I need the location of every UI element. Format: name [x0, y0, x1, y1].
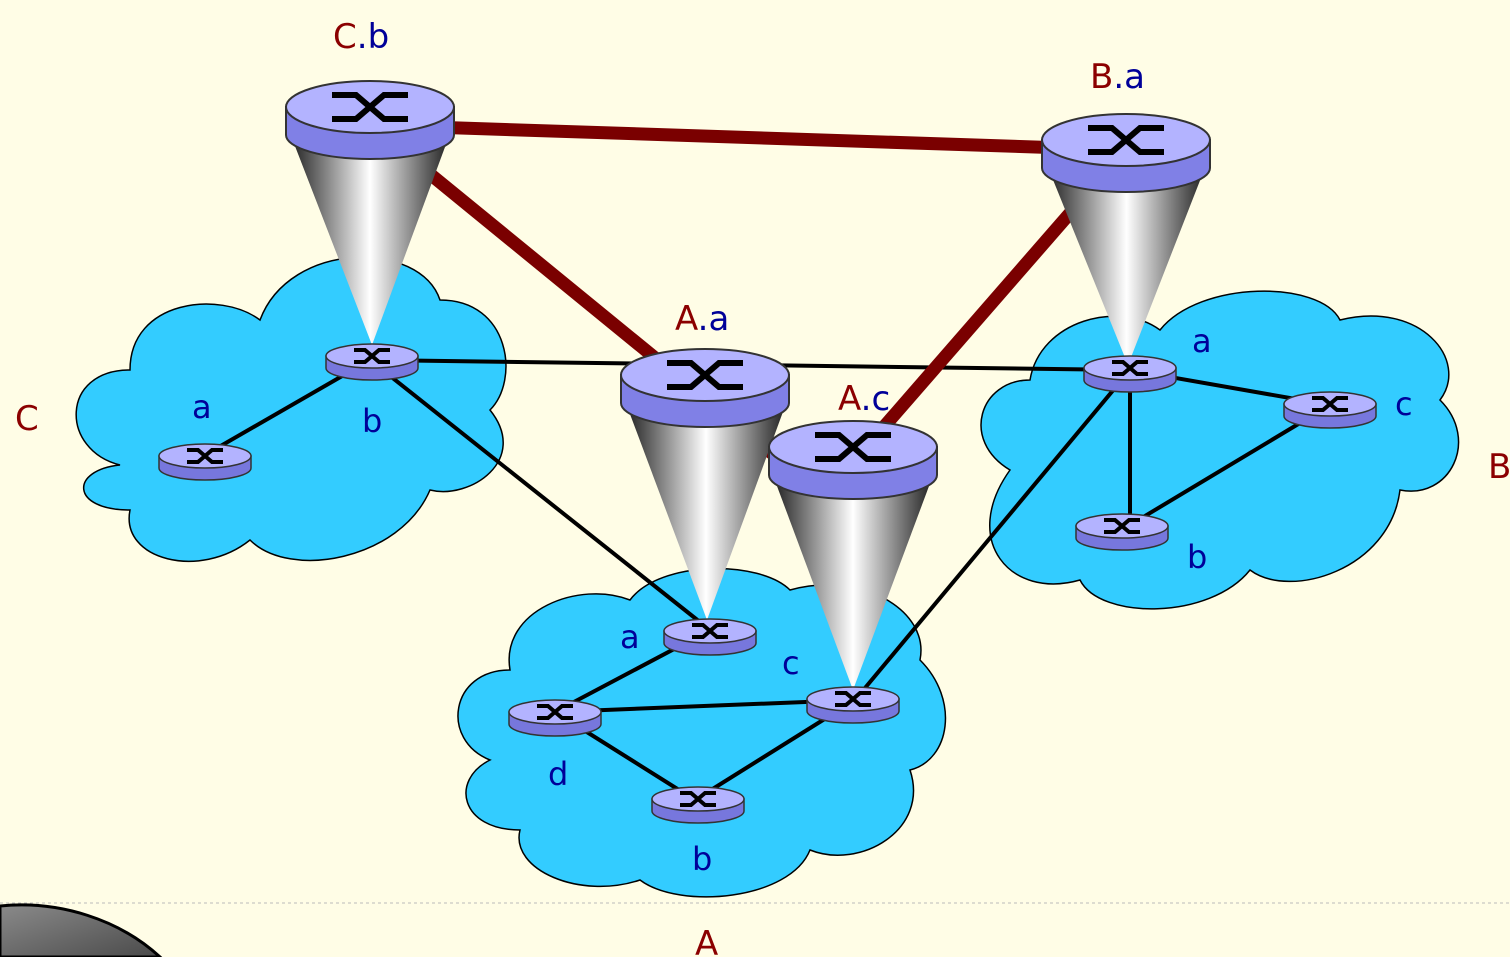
router-icon-b-a — [1082, 354, 1178, 394]
router-icon-a-d — [507, 698, 603, 738]
router-icon-c-a — [157, 442, 253, 482]
router-icon-a-c — [805, 685, 901, 725]
router-label-b-c: c — [1395, 385, 1413, 423]
cloud-icon-as-a — [457, 567, 947, 898]
router-label-c-a: a — [192, 388, 212, 426]
cloud-icon-as-b — [980, 290, 1460, 610]
gateway-label-ba: B.a — [1090, 57, 1145, 97]
as-label-c: C — [15, 399, 39, 439]
router-label-a-c: c — [782, 644, 800, 682]
router-icon-gateway-aa — [621, 349, 789, 427]
cone-icon-ba — [1045, 160, 1208, 365]
router-icon-gateway-cb — [286, 81, 454, 159]
gateway-label-cb: C.b — [333, 17, 389, 57]
as-label-a: A — [695, 924, 718, 957]
router-label-a-d: d — [548, 755, 568, 793]
router-icon-b-b — [1074, 512, 1170, 552]
cloud-icon-as-c — [75, 256, 507, 562]
router-label-a-a: a — [620, 618, 640, 656]
cone-icon-cb — [288, 128, 452, 345]
router-icon-a-b — [650, 785, 746, 825]
cone-icon-aa — [624, 398, 788, 620]
router-icon-b-c — [1282, 390, 1378, 430]
router-icon-c-b — [324, 342, 420, 382]
router-icon-gateway-ba — [1042, 114, 1210, 192]
router-label-b-a: a — [1192, 322, 1212, 360]
cone-icon-ac — [771, 470, 935, 690]
router-label-a-b: b — [692, 840, 712, 878]
router-label-b-b: b — [1187, 538, 1207, 576]
as-label-b: B — [1488, 447, 1510, 487]
gateway-label-ac: A.c — [838, 379, 890, 419]
router-label-c-b: b — [362, 402, 382, 440]
router-icon-gateway-ac — [769, 421, 937, 499]
router-icon-a-a — [662, 617, 758, 657]
decorative-blob-icon — [0, 903, 163, 957]
gateway-label-aa: A.a — [675, 299, 729, 339]
